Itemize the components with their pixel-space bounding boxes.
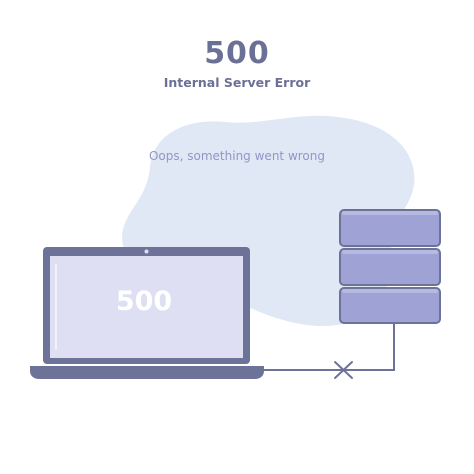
- disconnected-cable-icon: [334, 361, 353, 379]
- server-icon: [339, 209, 441, 324]
- error-message: Oops, something went wrong: [148, 149, 325, 163]
- server-unit-2: [339, 248, 441, 286]
- laptop-screen: [50, 256, 243, 358]
- network-cable: [262, 323, 395, 371]
- server-unit-3: [339, 287, 441, 324]
- laptop-base: [30, 366, 264, 379]
- laptop-screen-code: 500: [115, 286, 173, 317]
- error-code: 500: [204, 36, 270, 71]
- error-title: Internal Server Error: [163, 75, 311, 90]
- laptop-icon: [30, 247, 264, 379]
- webcam-dot: [144, 249, 149, 254]
- server-unit-1: [339, 209, 441, 247]
